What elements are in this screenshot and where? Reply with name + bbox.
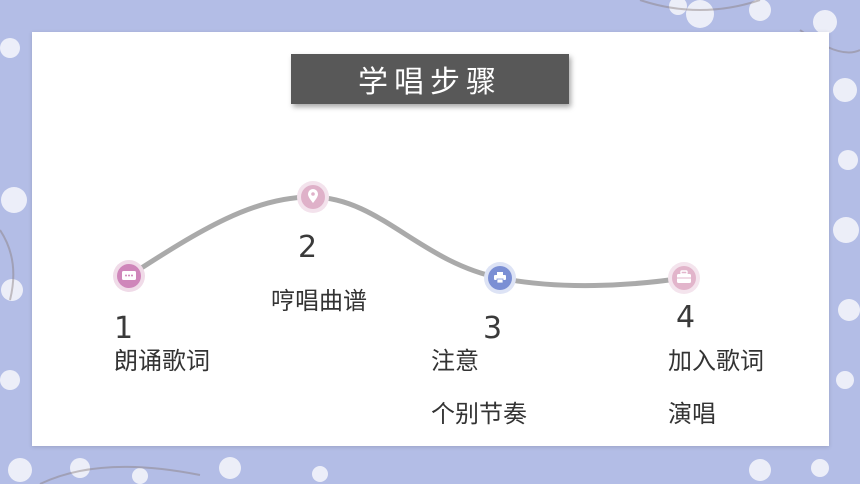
location-pin-icon xyxy=(308,189,318,203)
step-3-label-line-2: 个别节奏 xyxy=(431,400,527,428)
step-1-node xyxy=(113,260,145,292)
step-4-label-line-2: 演唱 xyxy=(668,400,716,428)
step-3-node xyxy=(484,262,516,294)
step-4-label-line-1: 加入歌词 xyxy=(668,347,764,375)
step-2-label: 哼唱曲谱 xyxy=(271,287,367,315)
step-2-node xyxy=(297,181,329,213)
step-1-number: 1 xyxy=(114,311,134,346)
step-3-number: 3 xyxy=(483,311,503,346)
step-1-label: 朗诵歌词 xyxy=(114,347,210,375)
step-4-node xyxy=(668,262,700,294)
chat-icon xyxy=(122,271,136,280)
step-3-label-line-1: 注意 xyxy=(431,347,479,375)
printer-icon xyxy=(494,272,506,284)
flow-curve xyxy=(126,194,687,289)
title-banner: 学唱步骤 xyxy=(291,54,569,104)
step-4-number: 4 xyxy=(676,300,696,335)
page-title: 学唱步骤 xyxy=(358,65,502,100)
step-2-number: 2 xyxy=(298,230,318,265)
briefcase-icon xyxy=(677,270,691,283)
